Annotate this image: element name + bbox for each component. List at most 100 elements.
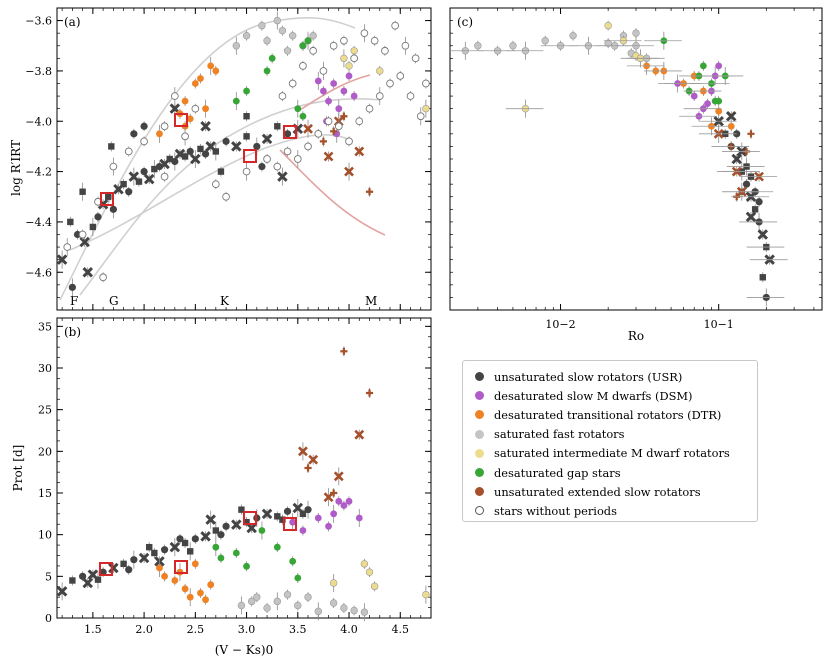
data-point-intermediate [329, 579, 338, 587]
data-point-saturated [569, 31, 577, 40]
spectral-type-k: K [220, 294, 230, 308]
data-point-no-period [160, 172, 169, 181]
data-point-intermediate [370, 582, 379, 591]
legend: unsaturated slow rotators (USR) desatura… [462, 360, 758, 522]
data-point-saturated [632, 29, 640, 37]
panel-a-ylabel: log R′IRT [9, 140, 23, 196]
data-point-no-period [334, 122, 343, 131]
y-tick-label: 15 [38, 487, 52, 500]
data-point-usr [258, 162, 266, 171]
data-point-dtr [197, 75, 204, 82]
data-point-usr [212, 148, 220, 155]
data-point-usr [304, 506, 312, 514]
data-point-no-period [422, 79, 430, 88]
data-point-dtr [202, 105, 209, 113]
data-point-no-period [278, 92, 287, 100]
data-point-saturated [294, 601, 302, 610]
data-point-gap [243, 87, 250, 95]
data-point-no-period [283, 147, 292, 156]
data-point-dtr [171, 577, 179, 584]
data-point-gap [294, 105, 302, 113]
legend-label: desaturated gap stars [494, 465, 621, 480]
data-point-usr [135, 178, 143, 185]
panel-a: (a) F G K M log R′IRT −4.6−4.4−4.2−4.0−3… [9, 7, 432, 311]
y-tick-label: −3.8 [25, 65, 52, 78]
legend-entry: stars without periods [471, 501, 749, 520]
data-point-no-period [360, 29, 369, 38]
panel-a-highlights [100, 113, 297, 206]
data-point-usr [120, 180, 127, 188]
data-point-extended [304, 464, 312, 472]
legend-label: desaturated slow M dwarfs (DSM) [494, 388, 693, 403]
data-point-usr [143, 173, 155, 185]
highlight-square [100, 192, 114, 206]
panel-b-ylabel: Prot [d] [11, 445, 25, 492]
data-point-dsm [330, 510, 338, 518]
data-point-usr [105, 193, 112, 200]
legend-entry: desaturated slow M dwarfs (DSM) [471, 386, 749, 405]
data-point-intermediate [422, 104, 430, 113]
data-point-usr [151, 549, 158, 557]
data-point-extended [340, 112, 348, 120]
data-point-usr [231, 519, 242, 530]
data-point-usr [108, 562, 119, 574]
data-point-dtr [191, 560, 199, 568]
data-point-no-period [78, 230, 87, 239]
legend-label: unsaturated slow rotators (USR) [494, 369, 683, 384]
data-point-no-period [99, 273, 107, 282]
data-point-usr [82, 577, 94, 589]
data-point-saturated [273, 16, 282, 25]
data-point-usr [138, 552, 150, 564]
data-point-usr [261, 133, 273, 145]
spectral-type-g: G [109, 294, 119, 308]
data-point-dsm [340, 87, 348, 95]
y-tick-label: 5 [45, 570, 52, 583]
panel-b-points [56, 346, 430, 622]
data-point-gap [263, 67, 271, 75]
data-point-usr [222, 522, 230, 530]
data-point-dsm [345, 72, 353, 80]
data-point-usr [125, 188, 133, 196]
data-point-usr [283, 130, 292, 138]
data-point-dtr [202, 596, 209, 604]
data-point-dtr [181, 585, 189, 593]
y-tick-label: 0 [45, 612, 52, 625]
legend-marker [475, 468, 484, 478]
data-point-usr [120, 560, 127, 568]
curve-red-lower [279, 149, 386, 236]
data-point-no-period [242, 167, 251, 176]
legend-entry: saturated intermediate M dwarf rotators [471, 444, 749, 463]
data-point-no-period [375, 92, 384, 100]
data-point-usr [140, 167, 148, 176]
data-point-usr [82, 266, 94, 278]
x-tick-label: 3.0 [238, 623, 256, 636]
data-point-no-period [329, 41, 338, 50]
x-tick-label: 3.5 [289, 623, 307, 636]
data-point-no-period [211, 180, 220, 189]
data-point-saturated [604, 39, 612, 47]
data-point-saturated [247, 597, 256, 606]
data-point-dtr [207, 62, 215, 70]
data-point-dtr [181, 97, 189, 105]
data-point-usr [201, 150, 210, 158]
data-point-extended [344, 166, 354, 177]
data-point-saturated [232, 42, 241, 50]
y-tick-label: −4.2 [25, 166, 52, 179]
data-point-usr [130, 556, 138, 564]
data-point-no-period [386, 79, 394, 88]
data-point-usr [140, 122, 148, 130]
data-point-usr [253, 142, 261, 151]
data-point-gap [217, 554, 225, 562]
data-point-saturated [309, 31, 317, 40]
data-point-usr [79, 236, 90, 248]
legend-label: unsaturated extended slow rotators [494, 484, 701, 499]
data-point-usr [751, 206, 759, 213]
data-point-dsm [330, 80, 338, 87]
legend-entry: unsaturated extended slow rotators [471, 482, 749, 501]
data-point-saturated [253, 593, 261, 601]
data-point-usr [151, 165, 158, 173]
data-point-no-period [381, 46, 389, 55]
data-point-saturated [340, 604, 348, 612]
curve-lower [69, 134, 351, 251]
